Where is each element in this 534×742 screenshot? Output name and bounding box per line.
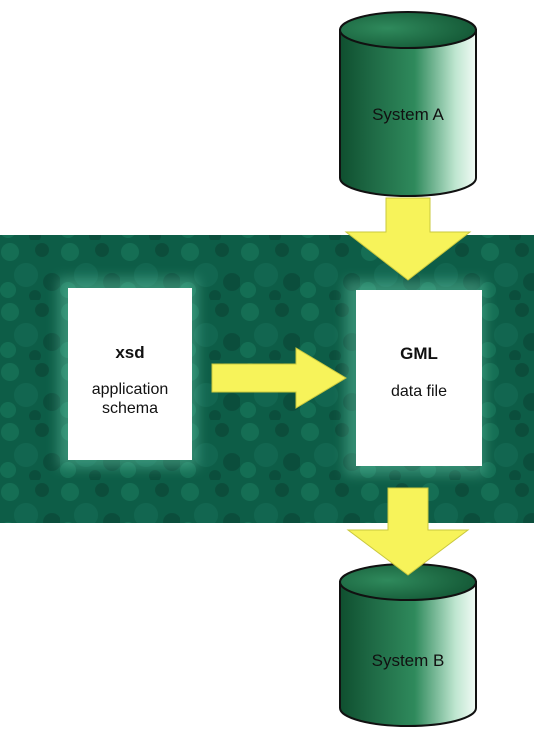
schema-document	[68, 288, 192, 460]
gml-document	[356, 290, 482, 466]
gml-title: GML	[400, 344, 438, 363]
system-b-cylinder	[339, 563, 477, 727]
arrow-schema-to-gml	[211, 347, 347, 409]
system-a-cylinder	[339, 11, 477, 197]
arrow-gml-to-system-b	[346, 487, 470, 576]
system-a-label: System A	[372, 105, 444, 124]
schema-subtitle-line2: schema	[101, 400, 159, 417]
system-b-label: System B	[371, 651, 445, 670]
schema-subtitle-line1: application	[91, 381, 169, 398]
arrow-system-a-to-gml	[344, 197, 472, 281]
gml-subtitle: data file	[390, 383, 448, 400]
schema-title: xsd	[115, 343, 145, 362]
